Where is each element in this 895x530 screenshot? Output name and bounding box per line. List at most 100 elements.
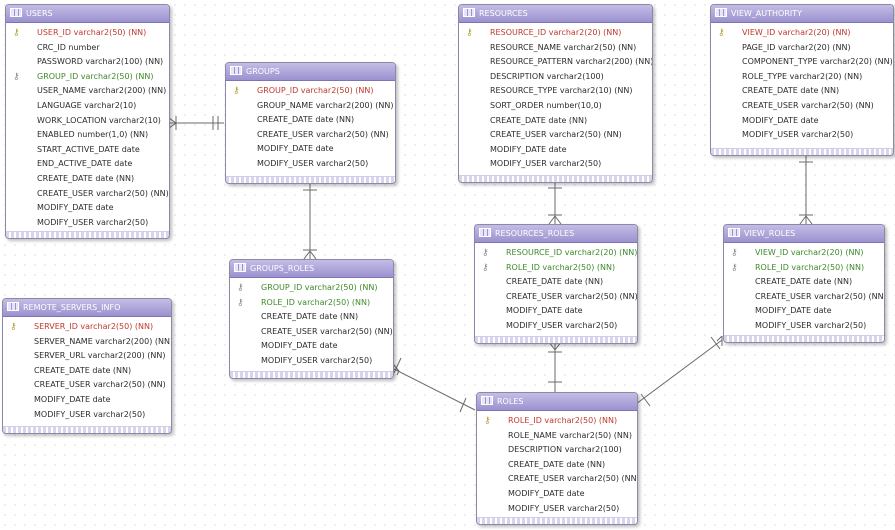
column-row: WORK_LOCATION varchar2(10) (6, 114, 169, 129)
key-icon: ⚷ (233, 86, 240, 96)
column-label: CREATE_DATE date (NN) (506, 277, 604, 287)
foreign-key-icon: ⚷ (237, 297, 244, 308)
table-icon (463, 8, 475, 17)
column-row: RESOURCE_NAME varchar2(50) (NN) (459, 41, 652, 56)
entity-users[interactable]: USERS ⚷ USER_ID varchar2(50) (NN) CRC_ID n… (5, 4, 170, 239)
column-label: ROLE_ID varchar2(50) (NN) (261, 297, 371, 307)
column-label: MODIFY_USER varchar2(50) (261, 355, 373, 365)
entity-groups-roles[interactable]: GROUPS_ROLES ⚷ GROUP_ID varchar2(50) (NN)… (229, 259, 394, 379)
entity-resources[interactable]: RESOURCES ⚷RESOURCE_ID varchar2(20) (NN)… (458, 4, 653, 183)
column-label: CREATE_USER varchar2(50) (NN) (755, 291, 885, 301)
column-label: RESOURCE_ID varchar2(20) (NN) (506, 248, 638, 257)
column-row: SERVER_URL varchar2(200) (NN) (3, 349, 171, 364)
entity-footer (724, 335, 884, 342)
column-label: CREATE_DATE date (NN) (34, 365, 132, 375)
column-row: MODIFY_USER varchar2(50) (230, 354, 393, 369)
column-label: CREATE_USER varchar2(50) (NN) (506, 291, 638, 301)
column-label: GROUP_ID varchar2(50) (NN) (261, 283, 378, 292)
table-icon (479, 228, 491, 237)
column-label: CRC_ID number (37, 42, 100, 52)
column-list: ⚷VIEW_ID varchar2(20) (NN)PAGE_ID varcha… (711, 23, 893, 143)
column-label: USER_ID varchar2(50) (NN) (37, 28, 147, 37)
column-row: MODIFY_DATE date (724, 304, 884, 319)
entity-footer (477, 517, 637, 524)
table-icon (715, 8, 727, 17)
column-label: CREATE_DATE date (NN) (37, 173, 135, 183)
column-label: MODIFY_DATE date (742, 115, 819, 125)
column-label: MODIFY_DATE date (34, 394, 111, 404)
entity-header: RESOURCES_ROLES (475, 225, 637, 243)
column-row: START_ACTIVE_DATE date (6, 143, 169, 158)
column-list: ⚷GROUP_ID varchar2(50) (NN)GROUP_NAME va… (226, 81, 395, 172)
column-row: MODIFY_DATE date (3, 393, 171, 408)
column-row: ⚷ROLE_ID varchar2(50) (NN) (477, 414, 637, 429)
entity-resources-roles[interactable]: RESOURCES_ROLES ⚷RESOURCE_ID varchar2(20… (474, 224, 638, 344)
column-label: CREATE_USER varchar2(50) (NN) (508, 474, 638, 484)
entity-view-authority[interactable]: VIEW_AUTHORITY ⚷VIEW_ID varchar2(20) (NN… (710, 4, 894, 156)
column-row: CRC_ID number (6, 41, 169, 56)
column-label: MODIFY_USER varchar2(50) (755, 320, 867, 330)
column-row: DESCRIPTION varchar2(100) (459, 70, 652, 85)
key-icon: ⚷ (466, 28, 473, 38)
column-row: USER_NAME varchar2(200) (NN) (6, 84, 169, 99)
column-label: MODIFY_DATE date (506, 306, 583, 316)
column-row: CREATE_USER varchar2(50) (NN) (3, 378, 171, 393)
relationship-viewauthority-viewroles (799, 154, 813, 225)
column-label: MODIFY_USER varchar2(50) (34, 409, 146, 419)
relationship-resources-resourcesroles (548, 181, 562, 225)
entity-remote-servers-info[interactable]: REMOTE_SERVERS_INFO ⚷SERVER_ID varchar2(… (2, 298, 172, 434)
column-row: CREATE_USER varchar2(50) (NN) (459, 128, 652, 143)
column-label: CREATE_USER varchar2(50) (NN) (261, 326, 393, 336)
column-label: DESCRIPTION varchar2(100) (490, 71, 604, 81)
column-row: ⚷ROLE_ID varchar2(50) (NN) (475, 261, 637, 276)
column-row: ENABLED number(1,0) (NN) (6, 128, 169, 143)
column-label: SERVER_NAME varchar2(200) (NN) (34, 336, 172, 346)
entity-footer (459, 175, 652, 182)
column-row: MODIFY_DATE date (711, 114, 893, 129)
column-label: MODIFY_DATE date (508, 488, 585, 498)
entity-header: VIEW_ROLES (724, 225, 884, 243)
relationship-viewroles-roles (635, 335, 723, 407)
entity-header: GROUPS_ROLES (230, 260, 393, 278)
column-row: CREATE_DATE date (NN) (3, 364, 171, 379)
column-label: MODIFY_USER varchar2(50) (257, 158, 369, 168)
column-label: CREATE_DATE date (NN) (508, 459, 606, 469)
entity-header: GROUPS (226, 63, 395, 81)
foreign-key-icon: ⚷ (13, 71, 20, 82)
entity-header: VIEW_AUTHORITY (711, 5, 893, 23)
table-icon (728, 228, 740, 237)
column-list: ⚷VIEW_ID varchar2(20) (NN)⚷ROLE_ID varch… (724, 243, 884, 334)
column-list: ⚷RESOURCE_ID varchar2(20) (NN)⚷ROLE_ID v… (475, 243, 637, 334)
column-label: CREATE_USER varchar2(50) (NN) (34, 380, 166, 390)
column-label: MODIFY_USER varchar2(50) (742, 130, 854, 140)
column-label: GROUP_ID varchar2(50) (NN) (257, 86, 374, 95)
column-row: ⚷ ROLE_ID varchar2(50) (NN) (230, 296, 393, 311)
column-list: ⚷SERVER_ID varchar2(50) (NN)SERVER_NAME … (3, 317, 171, 422)
column-row: MODIFY_USER varchar2(50) (3, 408, 171, 423)
column-row: CREATE_DATE date (NN) (6, 172, 169, 187)
entity-header: ROLES (477, 393, 637, 411)
table-icon (10, 8, 22, 17)
column-row: MODIFY_DATE date (230, 339, 393, 354)
entity-view-roles[interactable]: VIEW_ROLES ⚷VIEW_ID varchar2(20) (NN)⚷RO… (723, 224, 885, 343)
column-row: COMPONENT_TYPE varchar2(20) (NN) (711, 55, 893, 70)
column-row: MODIFY_DATE date (459, 143, 652, 158)
column-row: ⚷ROLE_ID varchar2(50) (NN) (724, 261, 884, 276)
column-row: MODIFY_USER varchar2(50) (724, 319, 884, 334)
column-row: LANGUAGE varchar2(10) (6, 99, 169, 114)
column-label: PAGE_ID varchar2(20) (NN) (742, 42, 851, 52)
column-label: START_ACTIVE_DATE date (37, 144, 140, 154)
column-label: RESOURCE_TYPE varchar2(10) (NN) (490, 86, 633, 96)
column-label: ROLE_ID varchar2(50) (NN) (508, 416, 618, 425)
entity-title: REMOTE_SERVERS_INFO (23, 303, 121, 312)
entity-roles[interactable]: ROLES ⚷ROLE_ID varchar2(50) (NN)ROLE_NAM… (476, 392, 638, 525)
column-row: CREATE_DATE date (NN) (230, 310, 393, 325)
column-row: ⚷VIEW_ID varchar2(20) (NN) (724, 246, 884, 261)
column-row: MODIFY_DATE date (226, 142, 395, 157)
column-label: CREATE_USER varchar2(50) (NN) (490, 130, 622, 140)
entity-title: USERS (26, 9, 53, 18)
column-label: ENABLED number(1,0) (NN) (37, 130, 149, 140)
entity-groups[interactable]: GROUPS ⚷GROUP_ID varchar2(50) (NN)GROUP_… (225, 62, 396, 184)
column-label: MODIFY_USER varchar2(50) (37, 217, 149, 227)
column-label: CREATE_DATE date (NN) (742, 86, 840, 96)
